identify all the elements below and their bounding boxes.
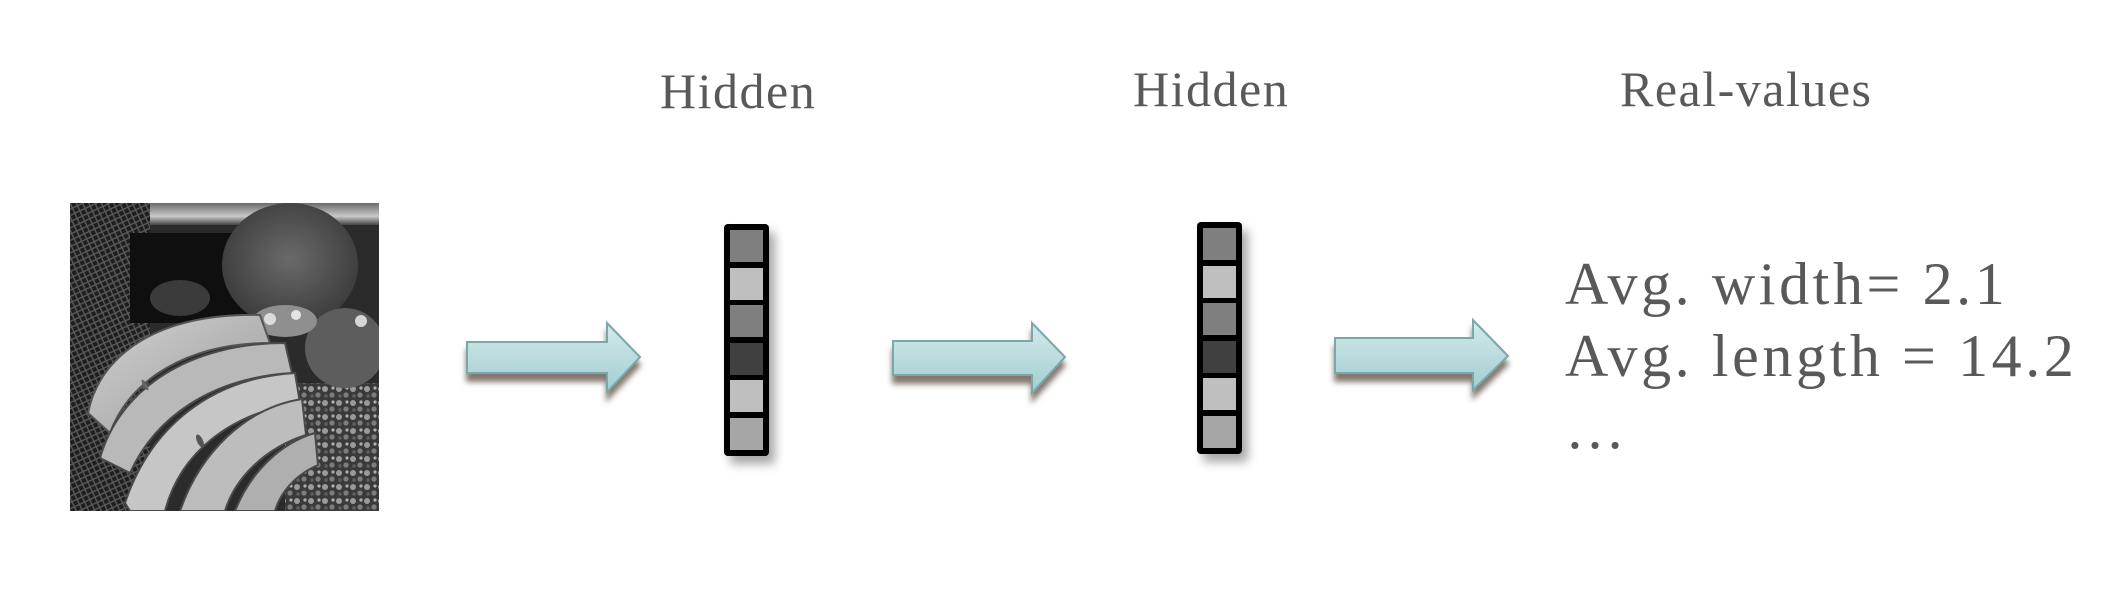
hidden-layer-2 <box>1197 222 1242 454</box>
hidden-unit <box>1203 378 1236 411</box>
hidden-unit <box>730 230 763 262</box>
hidden-unit <box>730 380 763 413</box>
arrow-right-icon <box>466 320 642 395</box>
hidden-layer-2-title: Hidden <box>1133 61 1290 117</box>
hidden-unit <box>1203 303 1236 336</box>
arrow-right-icon <box>1334 317 1510 393</box>
hidden-unit <box>730 417 763 450</box>
input-image <box>70 203 379 511</box>
real-values-output: Avg. width= 2.1 Avg. length = 14.2 … <box>1565 248 2078 464</box>
arrow-right-icon <box>892 320 1067 396</box>
hidden-unit <box>1203 265 1236 298</box>
output-line-ellipsis: … <box>1565 395 1629 461</box>
hidden-layer-1-title: Hidden <box>660 63 817 119</box>
hidden-unit <box>1203 340 1236 373</box>
hidden-layer-1 <box>724 224 769 456</box>
hidden-unit <box>730 305 763 338</box>
hidden-unit <box>730 267 763 300</box>
hidden-unit <box>730 342 763 375</box>
real-values-title: Real-values <box>1620 61 1873 117</box>
output-line-avg-width: Avg. width= 2.1 <box>1565 251 2009 317</box>
hidden-unit <box>1203 228 1236 260</box>
photo-bananas-icon <box>70 203 379 511</box>
hidden-unit <box>1203 415 1236 448</box>
output-line-avg-length: Avg. length = 14.2 <box>1565 323 2078 389</box>
